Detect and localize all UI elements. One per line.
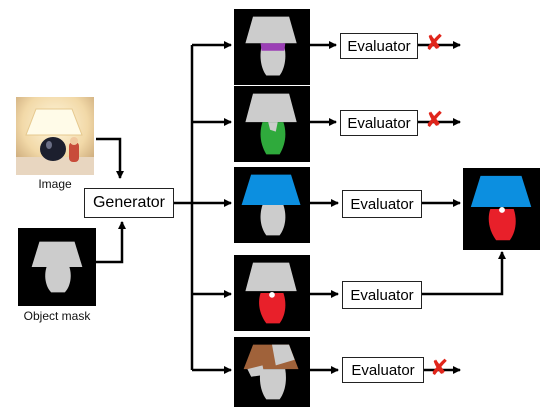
evaluator-box-1: Evaluator — [340, 33, 418, 59]
mask-caption: Object mask — [23, 309, 91, 323]
evaluator-label: Evaluator — [350, 195, 414, 213]
generator-label: Generator — [92, 194, 166, 211]
evaluator-label: Evaluator — [350, 286, 414, 304]
selected-result-tile — [463, 168, 540, 250]
arrow-eval-4-out — [422, 251, 506, 296]
lamp-mask-red-icon — [245, 262, 297, 324]
candidate-tile-5 — [234, 337, 310, 407]
candidate-tile-3 — [234, 167, 310, 243]
arrow-mask-to-generator — [96, 221, 126, 264]
mask-silhouette-icon — [31, 241, 83, 293]
lamp-mask-blue-icon — [241, 174, 301, 236]
evaluator-label: Evaluator — [351, 361, 415, 379]
evaluator-box-4: Evaluator — [342, 281, 422, 309]
evaluator-box-5: Evaluator — [342, 357, 424, 383]
image-caption: Image — [38, 177, 72, 191]
lamp-mask-purple-icon — [245, 16, 297, 76]
lamp-mask-result-icon — [470, 175, 532, 241]
candidate-tile-1 — [234, 9, 310, 85]
input-image-photo — [16, 97, 94, 175]
reject-x-icon: ✘ — [430, 356, 449, 381]
evaluator-box-3: Evaluator — [342, 190, 422, 218]
object-mask-tile — [18, 228, 96, 306]
candidate-tile-2 — [234, 86, 310, 162]
evaluator-label: Evaluator — [347, 37, 411, 55]
evaluator-box-2: Evaluator — [340, 110, 418, 136]
lamp-photo-icon — [16, 97, 94, 175]
lamp-mask-brown-icon — [243, 344, 299, 400]
generator-box: Generator — [84, 188, 174, 218]
reject-x-icon: ✘ — [425, 108, 444, 133]
arrow-image-to-generator — [96, 137, 124, 179]
evaluator-label: Evaluator — [347, 114, 411, 132]
lamp-mask-green-icon — [245, 93, 297, 155]
reject-x-icon: ✘ — [425, 31, 444, 56]
candidate-tile-4 — [234, 255, 310, 331]
